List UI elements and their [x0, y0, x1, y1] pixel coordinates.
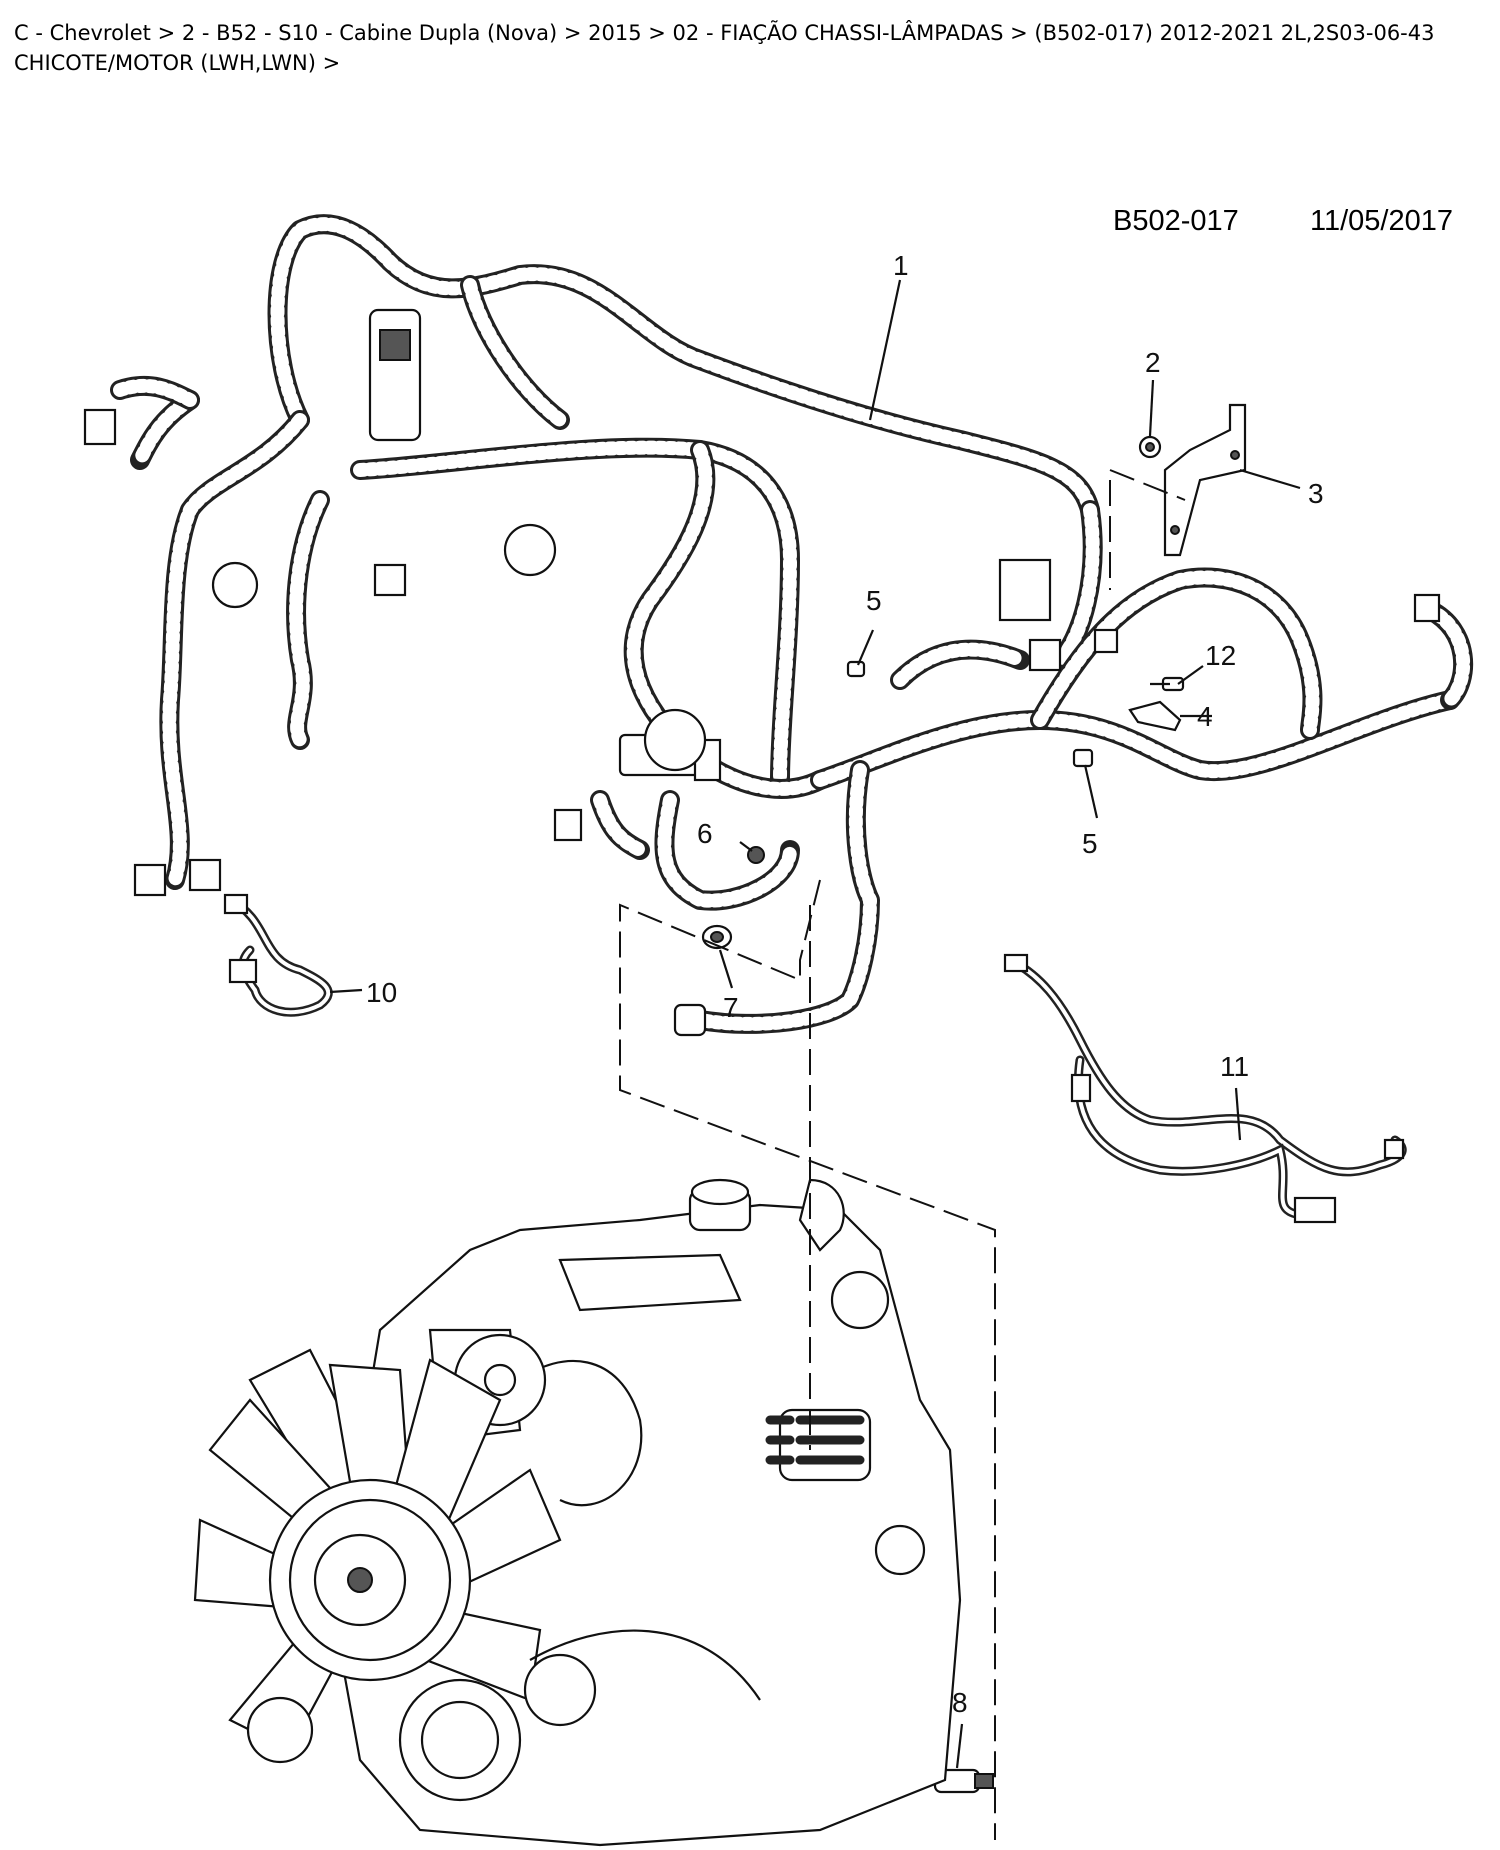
harness-part-11 — [1003, 953, 1407, 1224]
bolt-part-2 — [1138, 435, 1162, 459]
engine-assembly — [193, 1178, 962, 1847]
diagram-code: B502-017 — [1113, 205, 1239, 237]
leader-lines — [329, 279, 1301, 1769]
callout-4: 4 — [1197, 701, 1213, 732]
engine-harness — [83, 214, 1474, 1037]
callout-3: 3 — [1308, 478, 1324, 509]
callout-11: 11 — [1220, 1051, 1249, 1082]
diagram-date: 11/05/2017 — [1310, 205, 1453, 237]
callout-6: 6 — [697, 818, 713, 849]
callout-5a: 5 — [866, 585, 882, 616]
callout-5b: 5 — [1082, 828, 1098, 859]
callout-8: 8 — [952, 1687, 968, 1718]
callout-7: 7 — [723, 992, 739, 1023]
reference-lines — [619, 469, 1186, 1840]
bracket-part-3 — [1163, 403, 1247, 557]
callout-labels: 1 2 3 4 5 5 6 7 8 10 11 12 — [366, 250, 1324, 1718]
callout-10: 10 — [366, 977, 397, 1008]
bolt-part-5b — [1072, 748, 1094, 768]
bolt-part-5a — [846, 660, 866, 678]
breadcrumb[interactable]: C - Chevrolet > 2 - B52 - S10 - Cabine D… — [14, 21, 1435, 75]
callout-1: 1 — [893, 250, 909, 281]
bolt-part-12 — [1150, 676, 1185, 692]
bracket-part-4 — [1128, 700, 1182, 732]
harness-part-10 — [223, 893, 333, 1017]
callout-12: 12 — [1205, 640, 1236, 671]
callout-2: 2 — [1145, 347, 1161, 378]
